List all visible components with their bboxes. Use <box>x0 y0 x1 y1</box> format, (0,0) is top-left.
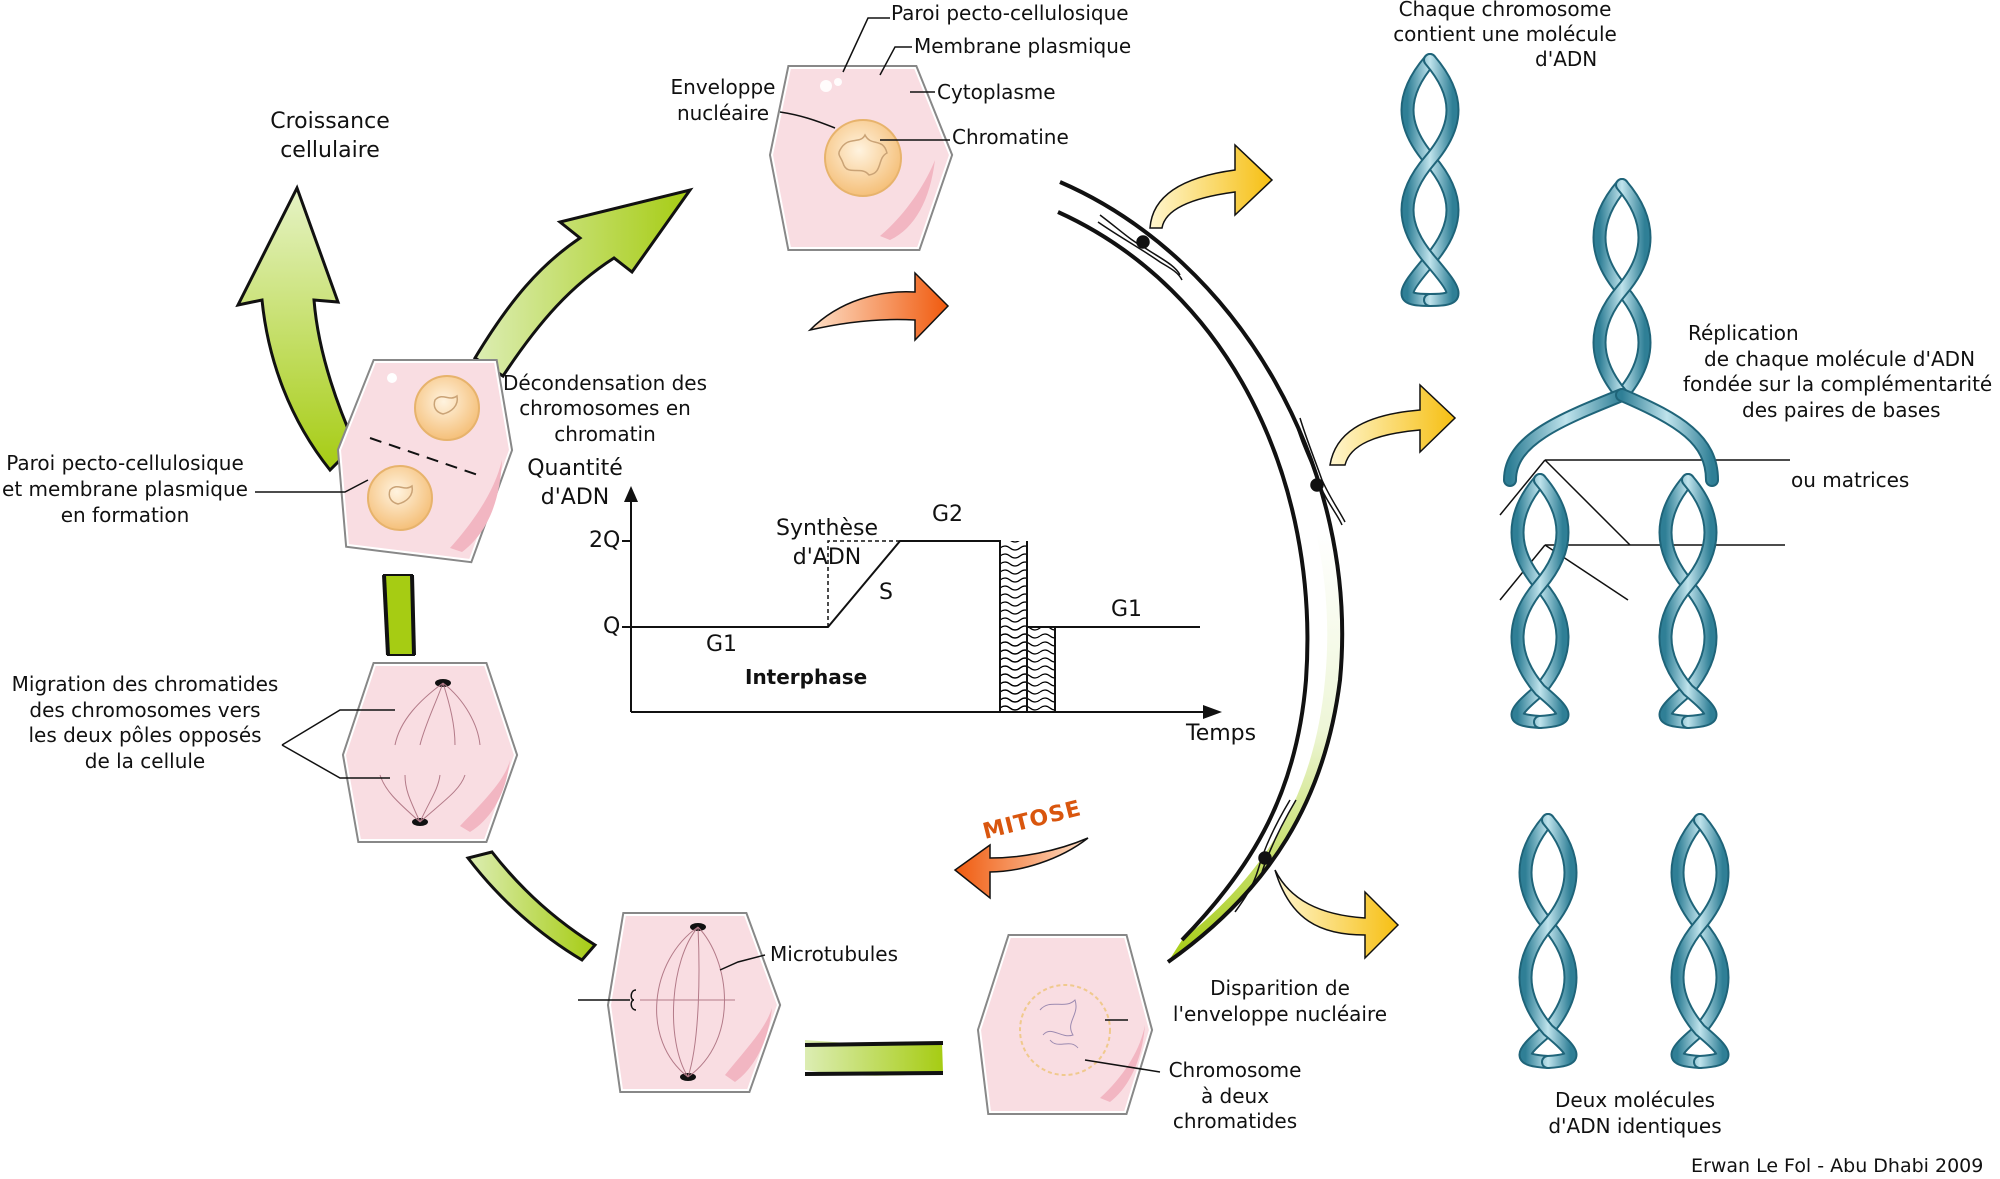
cycle-segment-bottom <box>805 1040 943 1076</box>
label-replication-1: Réplication <box>1688 321 1799 345</box>
graph-ylabel-1: Quantité <box>527 456 623 481</box>
credit: Erwan Le Fol - Abu Dhabi 2009 <box>1691 1155 1984 1177</box>
nucleus <box>824 119 902 197</box>
leader-lines <box>255 17 1790 971</box>
label-enveloppe-2: nucléaire <box>676 101 770 125</box>
label-membrane: Membrane plasmique <box>914 34 1132 58</box>
orange-arrow-top <box>807 271 950 342</box>
cycle-segment-lower-left <box>465 850 598 962</box>
label-deux-1: Deux molécules <box>1554 1088 1716 1112</box>
label-replication-3: fondée sur la complémentarité <box>1683 372 1993 396</box>
label-enveloppe-1: Enveloppe <box>670 75 776 99</box>
label-microtubules: Microtubules <box>770 942 898 966</box>
label-disparition-2: l'enveloppe nucléaire <box>1172 1002 1388 1026</box>
graph-s: S <box>879 580 893 605</box>
yellow-arrow-1 <box>1149 143 1274 229</box>
label-decondensation-1: Décondensation des <box>502 371 708 395</box>
graph-g2: G2 <box>932 502 964 527</box>
label-croissance-1: Croissance <box>270 109 390 134</box>
process-arrows <box>807 143 1457 960</box>
graph-g1-left: G1 <box>706 632 738 657</box>
interphase-arc <box>1058 182 1343 962</box>
label-cytoplasme: Cytoplasme <box>937 80 1056 104</box>
label-chromosome-1: Chromosome <box>1168 1058 1302 1082</box>
dna-helices <box>1400 53 1730 1069</box>
dna-helix-pair <box>1518 813 1730 1069</box>
dna-quantity-line <box>631 540 1200 712</box>
cell-telophase <box>336 359 514 564</box>
label-replication-2: de chaque molécule d'ADN <box>1704 347 1976 371</box>
label-paroi-formation-1: Paroi pecto-cellulosique <box>6 451 244 475</box>
graph-synthese-2: d'ADN <box>792 545 862 570</box>
dna-quantity-graph <box>622 486 1222 719</box>
dna-helix-replicating <box>1503 178 1719 729</box>
label-decondensation-3: chromatin <box>554 422 656 446</box>
label-chaque-2: contient une molécule <box>1393 22 1617 46</box>
label-chromosome-2: à deux <box>1200 1084 1270 1108</box>
label-chaque-3: d'ADN <box>1535 47 1598 71</box>
dna-helix-single <box>1400 53 1460 307</box>
label-paroi-formation-3: en formation <box>60 503 190 527</box>
graph-g1-right: G1 <box>1111 597 1143 622</box>
graph-ylabel-2: d'ADN <box>540 485 610 510</box>
graph-tick-q: Q <box>603 614 621 639</box>
growth-arrow <box>235 184 357 473</box>
label-migration-2: des chromosomes vers <box>29 698 261 722</box>
label-paroi-formation-2: et membrane plasmique <box>2 477 248 501</box>
graph-tick-2q: 2Q <box>589 528 621 553</box>
decondensation-arrow <box>472 187 694 379</box>
label-chromosome-3: chromatides <box>1172 1109 1298 1133</box>
graph-xlabel: Temps <box>1186 721 1257 746</box>
arc-chromosomes <box>1097 214 1346 913</box>
label-decondensation-2: chromosomes en <box>519 396 691 420</box>
cell-metaphase <box>578 912 782 1093</box>
cycle-segments <box>235 180 1345 1076</box>
label-migration-4: de la cellule <box>84 749 206 773</box>
label-migration-1: Migration des chromatides <box>11 672 279 696</box>
label-chaque-1: Chaque chromosome <box>1398 0 1612 21</box>
yellow-arrow-3 <box>1274 869 1400 960</box>
label-disparition-1: Disparition de <box>1210 976 1350 1000</box>
graph-interphase: Interphase <box>745 665 868 689</box>
label-croissance-2: cellulaire <box>280 138 380 163</box>
label-migration-3: les deux pôles opposés <box>28 723 262 747</box>
cell-interphase <box>768 65 954 251</box>
graph-synthese-1: Synthèse <box>775 516 879 541</box>
orange-arrow-mitose <box>953 837 1089 900</box>
label-matrices: ou matrices <box>1791 468 1910 492</box>
label-chromatine: Chromatine <box>952 125 1069 149</box>
cell-anaphase <box>341 662 519 843</box>
label-paroi: Paroi pecto-cellulosique <box>891 1 1129 25</box>
yellow-arrow-2 <box>1329 383 1457 466</box>
label-deux-2: d'ADN identiques <box>1548 1114 1722 1138</box>
label-replication-4: des paires de bases <box>1742 398 1941 422</box>
cell-prophase <box>976 934 1161 1115</box>
